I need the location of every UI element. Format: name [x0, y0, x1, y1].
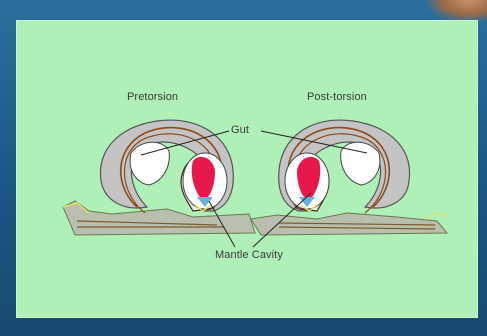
torsion-diagram [17, 21, 477, 317]
posttorsion-label: Post-torsion [307, 91, 367, 103]
mantle-cavity-label: Mantle Cavity [215, 249, 283, 261]
posttorsion-snail [251, 120, 449, 235]
pretorsion-foot [63, 201, 255, 235]
pretorsion-snail [63, 120, 255, 235]
pretorsion-label: Pretorsion [127, 91, 178, 103]
gut-label: Gut [231, 124, 249, 136]
diagram-panel: Pretorsion Post-torsion Gut Mantle Cavit… [16, 20, 478, 318]
corner-photo-fragment [427, 0, 487, 22]
